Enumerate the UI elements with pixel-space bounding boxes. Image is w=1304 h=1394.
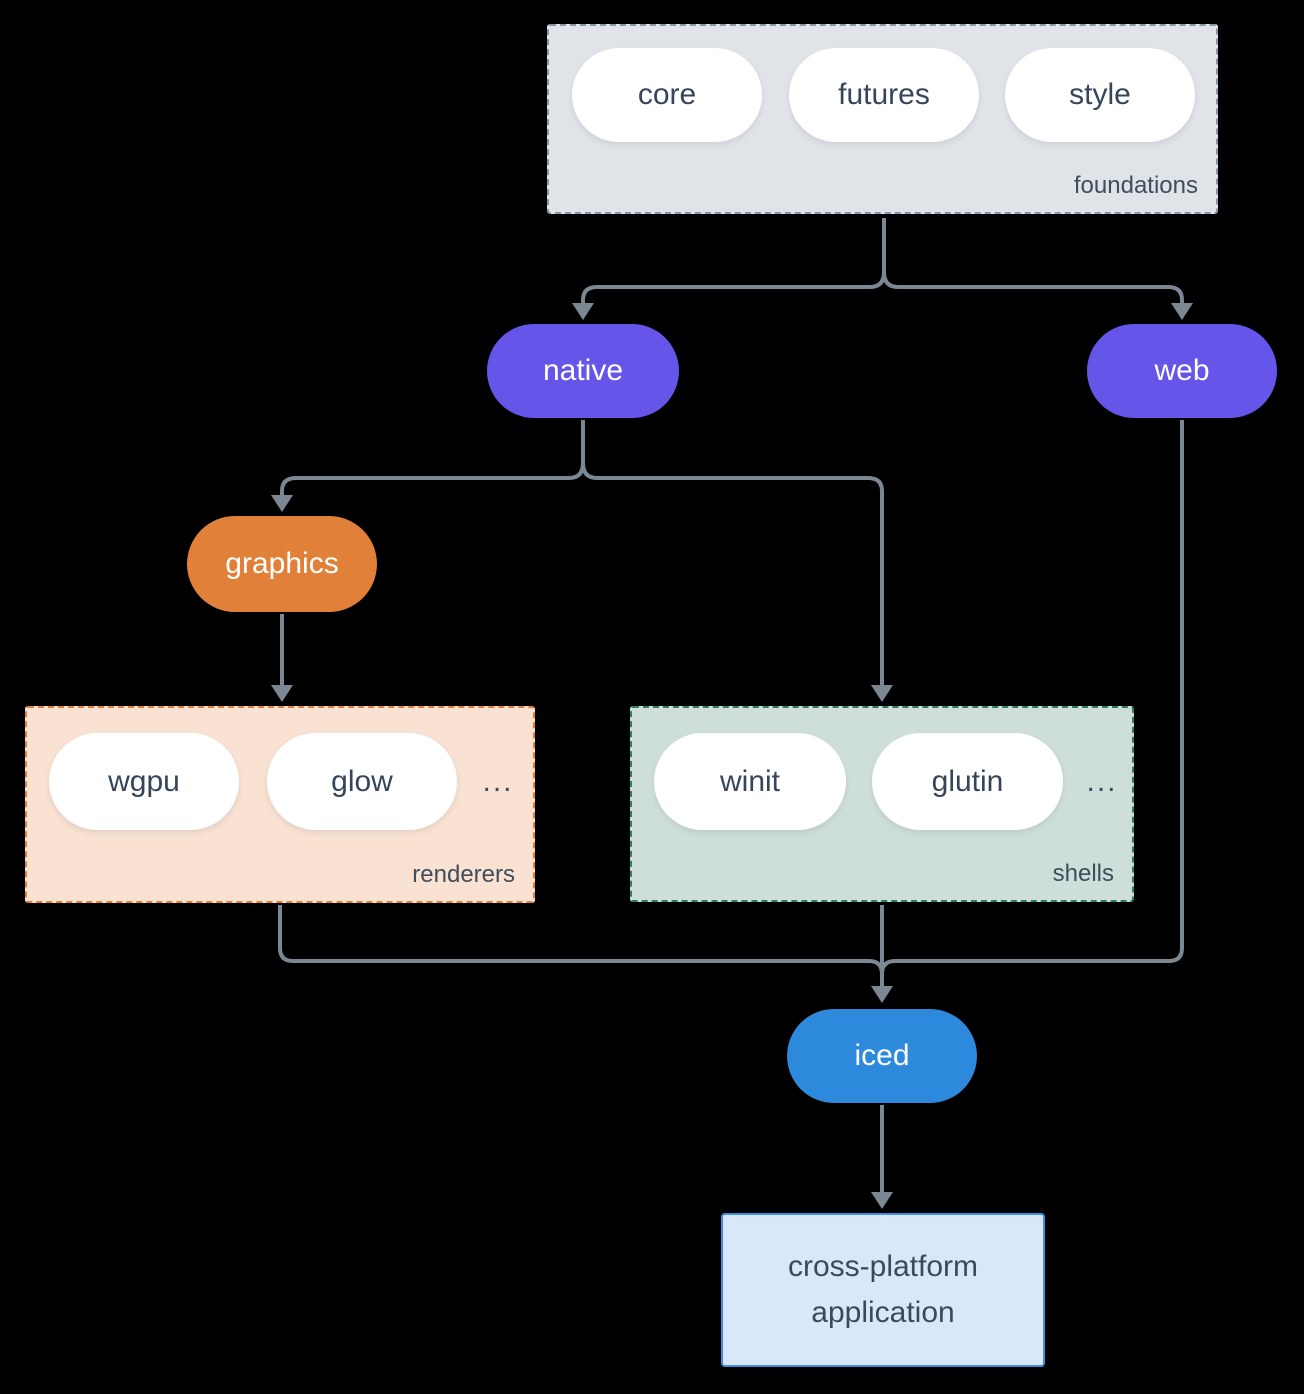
shells-ellipsis: ... [1086,764,1118,798]
shells-group-label: shells [1052,860,1114,887]
node-core: core [572,48,762,142]
arrowhead-iced [871,986,893,1003]
node-futures: futures [789,48,979,142]
renderers-ellipsis: ... [482,764,514,798]
arrowhead-web [1171,303,1193,320]
node-iced: iced [787,1009,977,1103]
node-wgpu: wgpu [49,733,239,830]
node-cross-platform-application: cross-platform application [721,1213,1045,1367]
edge-native-to-shells [581,462,884,687]
node-winit: winit [654,733,846,830]
node-graphics: graphics [187,516,377,612]
node-web: web [1087,324,1277,418]
arrowhead-native [572,303,594,320]
arrowhead-graphics [271,495,293,512]
arrowhead-application [871,1192,893,1209]
arrowhead-shells [871,685,893,702]
edge-foundations-to-native [581,218,886,305]
edge-renderers-to-iced [278,905,884,975]
foundations-group-label: foundations [1073,172,1198,199]
edge-native-to-graphics [280,420,585,497]
node-glow: glow [267,733,457,830]
arrowhead-renderers [271,685,293,702]
node-glutin: glutin [872,733,1063,830]
edge-foundations-to-web [882,271,1184,305]
node-style: style [1005,48,1195,142]
renderers-group-label: renderers [412,861,515,888]
node-native: native [487,324,679,418]
